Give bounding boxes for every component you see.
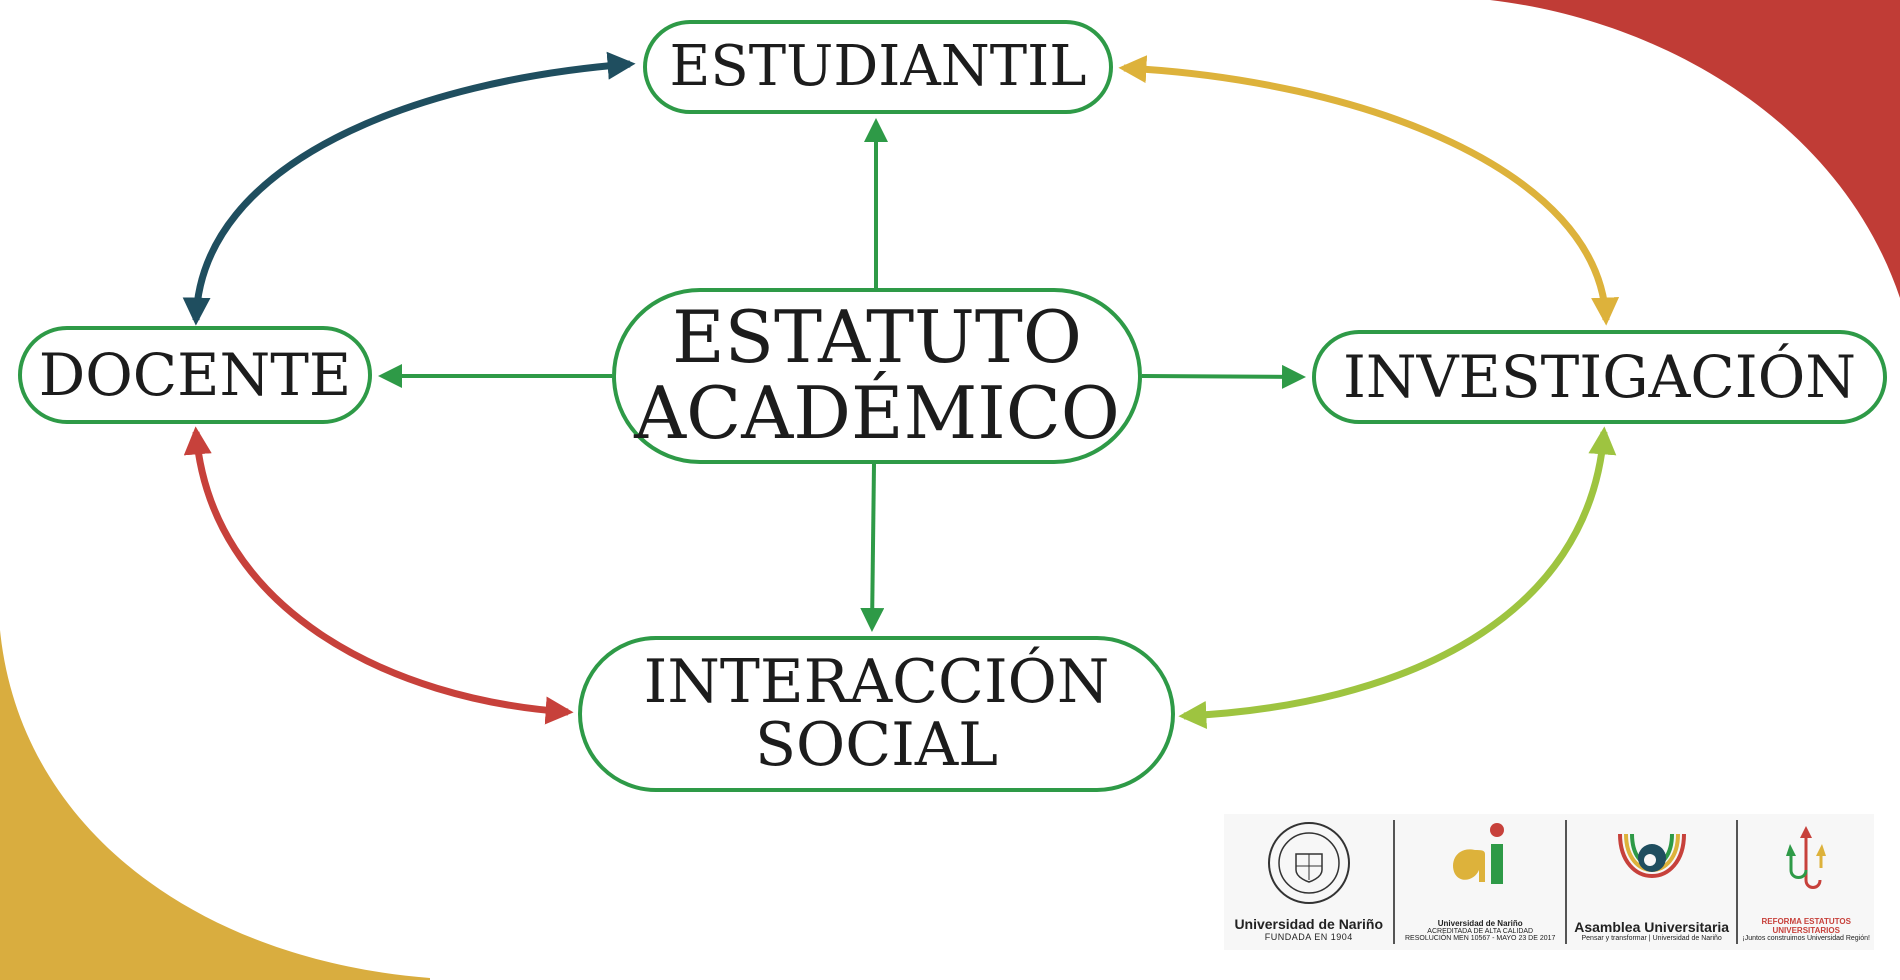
arrow-center-to-investigacion xyxy=(1141,364,1306,389)
reforma-line-1: REFORMA ESTATUTOS xyxy=(1761,917,1851,926)
arc-docente-interaccion xyxy=(183,426,574,725)
node-docente: DOCENTE xyxy=(18,326,372,424)
udenar-name: Universidad de Nariño xyxy=(1234,916,1384,932)
node-docente-label: DOCENTE xyxy=(38,340,352,409)
node-investigacion: INVESTIGACIÓN xyxy=(1312,330,1887,424)
node-estudiantil: ESTUDIANTIL xyxy=(643,20,1113,114)
acreditacion-line-2: RESOLUCIÓN MEN 10567 - MAYO 23 DE 2017 xyxy=(1404,935,1556,942)
reforma-line-2: UNIVERSITARIOS xyxy=(1772,926,1840,935)
node-interaccion-line-2: SOCIAL xyxy=(754,710,999,780)
logo-divider xyxy=(1736,820,1739,944)
node-investigacion-label: INVESTIGACIÓN xyxy=(1342,342,1857,411)
logo-strip: Universidad de Nariño FUNDADA EN 1904 Un… xyxy=(1224,814,1874,950)
reforma-sub: ¡Juntos construimos Universidad Región! xyxy=(1742,935,1870,942)
asamblea-name: Asamblea Universitaria xyxy=(1574,919,1730,935)
logo-acreditacion: Universidad de Nariño ACREDITADA DE ALTA… xyxy=(1395,814,1564,950)
arc-docente-estudiantil xyxy=(182,51,636,326)
logo-reforma: REFORMA ESTATUTOS UNIVERSITARIOS ¡Juntos… xyxy=(1738,814,1874,950)
arc-estudiantil-investigacion xyxy=(1118,55,1620,326)
arrow-center-to-interaccion xyxy=(860,463,885,632)
udenar-founded: FUNDADA EN 1904 xyxy=(1264,932,1353,942)
acreditacion-university: Universidad de Nariño xyxy=(1437,919,1523,928)
corner-decoration-top-right xyxy=(1490,0,1900,298)
logo-divider xyxy=(1393,820,1396,944)
asamblea-a-icon xyxy=(1617,833,1686,878)
logo-asamblea: Asamblea Universitaria Pensar y transfor… xyxy=(1567,814,1736,950)
node-center-line-2: ACADÉMICO xyxy=(634,371,1120,455)
raised-hands-icon xyxy=(1786,826,1827,889)
node-estatuto-academico: ESTATUTO ACADÉMICO xyxy=(612,288,1142,464)
accreditation-ai-icon xyxy=(1453,823,1505,884)
logo-divider xyxy=(1564,820,1567,944)
university-seal-icon xyxy=(1267,822,1350,904)
asamblea-sub: Pensar y transformar | Universidad de Na… xyxy=(1581,935,1722,942)
corner-decoration-bottom-left xyxy=(0,630,430,980)
node-interaccion-social: INTERACCIÓN SOCIAL xyxy=(578,636,1175,792)
node-estudiantil-label: ESTUDIANTIL xyxy=(669,33,1087,99)
acreditacion-line-1: ACREDITADA DE ALTA CALIDAD xyxy=(1427,928,1534,935)
logo-udenar: Universidad de Nariño FUNDADA EN 1904 xyxy=(1224,814,1393,950)
arc-investigacion-interaccion xyxy=(1178,426,1617,729)
node-interaccion-line-1: INTERACCIÓN xyxy=(643,647,1110,717)
node-center-line-1: ESTATUTO xyxy=(672,295,1082,380)
